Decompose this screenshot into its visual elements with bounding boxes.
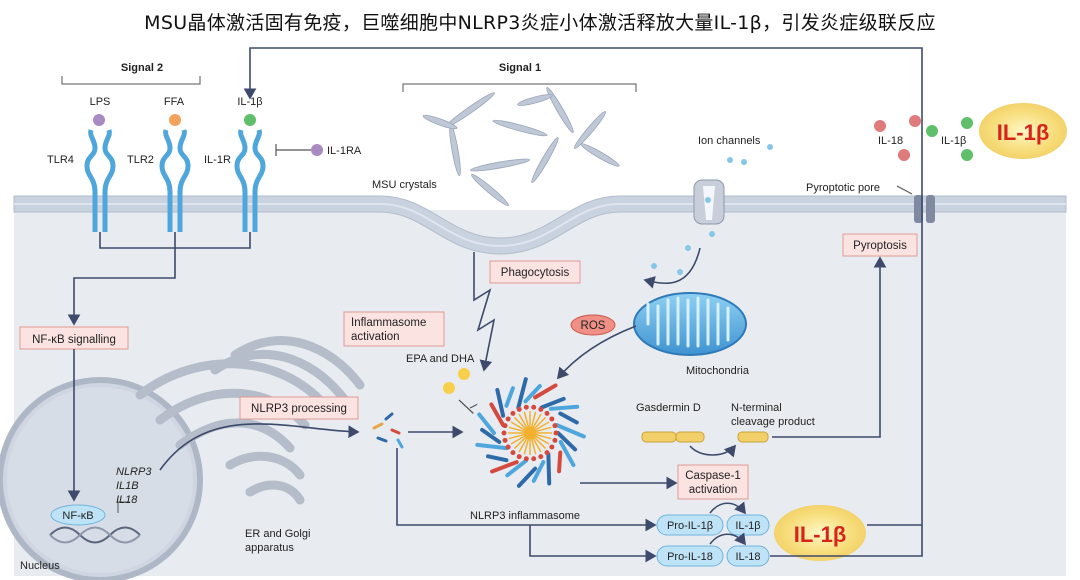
il1b-big-bottom: IL-1β bbox=[794, 522, 847, 547]
epa-dot bbox=[458, 368, 470, 380]
il18-pill bbox=[726, 545, 770, 567]
released-il1b-label: IL-1β bbox=[941, 135, 966, 147]
n-terminal-label-2: cleavage product bbox=[731, 416, 815, 428]
to-pyroptosis-arrow bbox=[772, 256, 887, 438]
epa-dha-inhibit bbox=[458, 399, 479, 415]
ions bbox=[651, 144, 773, 275]
transcription-arrow bbox=[117, 501, 130, 513]
pyroptotic-pore bbox=[914, 195, 935, 223]
mitochondria-label: Mitochondria bbox=[686, 365, 750, 377]
il1b-highlight-top bbox=[979, 103, 1067, 159]
il1ra-inhibit-line bbox=[275, 144, 312, 156]
nlrp3-monomers bbox=[372, 412, 404, 449]
mitochondria bbox=[633, 292, 747, 356]
il18-release-line bbox=[770, 520, 923, 557]
er-golgi-label-1: ER and Golgi bbox=[245, 528, 310, 540]
nlrp3-processing-box bbox=[239, 396, 359, 420]
nfkb-label: NF-κB bbox=[62, 510, 93, 522]
gasdermin-part-a bbox=[641, 431, 677, 443]
released-cytokines bbox=[874, 115, 973, 161]
tlr2-receptor bbox=[159, 129, 191, 232]
ion-efflux-arrow bbox=[643, 247, 701, 289]
il1r-receptor bbox=[234, 129, 266, 232]
ros-arrow bbox=[556, 325, 637, 380]
lps-dot bbox=[93, 114, 105, 126]
il1b-pill-label: IL-1β bbox=[735, 520, 760, 532]
ros-node bbox=[570, 314, 616, 336]
il1b-feedback-loop bbox=[243, 47, 923, 520]
il1b-highlight-bottom bbox=[774, 505, 866, 561]
tlr4-label: TLR4 bbox=[47, 154, 74, 166]
gene-il18: IL18 bbox=[116, 494, 138, 506]
nlrp3-processing-label: NLRP3 processing bbox=[251, 403, 347, 415]
processing-arrow bbox=[159, 423, 360, 471]
nlrp3-inflammasome-label: NLRP3 inflammasome bbox=[470, 510, 580, 522]
phagocytosis-label: Phagocytosis bbox=[501, 267, 570, 279]
msu-crystals bbox=[422, 87, 620, 206]
figure-title: MSU晶体激活固有免疫，巨噬细胞中NLRP3炎症小体激活释放大量IL-1β，引发… bbox=[144, 12, 936, 34]
il1ra-label: IL-1RA bbox=[327, 145, 362, 157]
ion-channels-label: Ion channels bbox=[698, 135, 761, 147]
pro-il18-flow bbox=[529, 525, 657, 563]
phagocytosis-arrow bbox=[473, 252, 496, 372]
ffa-label: FFA bbox=[164, 96, 185, 108]
ros-label: ROS bbox=[581, 320, 606, 332]
caspase1-line1: Caspase-1 bbox=[685, 470, 741, 482]
il1b-ligand-dot bbox=[244, 114, 256, 126]
pro-il1b-flow bbox=[396, 448, 657, 532]
il18-pill-label: IL-18 bbox=[735, 551, 760, 563]
ffa-dot bbox=[169, 114, 181, 126]
gasdermin-label: Gasdermin D bbox=[636, 402, 701, 414]
nlrp3-inflammasome bbox=[470, 373, 590, 493]
nfkb-signalling-label: NF-κB signalling bbox=[32, 334, 116, 346]
inflammasome-activation-box bbox=[343, 311, 445, 347]
caspase1-line2: activation bbox=[689, 484, 738, 496]
phagocytosis-box bbox=[489, 260, 581, 284]
inflammasome-activation-line2: activation bbox=[351, 331, 400, 343]
nfkb-node bbox=[50, 504, 106, 526]
caspase1-box bbox=[677, 464, 749, 500]
il1b-pill bbox=[726, 514, 770, 536]
cleavage-arrow bbox=[689, 444, 737, 458]
plasma-membrane bbox=[13, 195, 1067, 255]
inflammasome-activation-line1: Inflammasome bbox=[351, 317, 426, 329]
il1b-big-top: IL-1β bbox=[997, 120, 1050, 145]
tlr4-receptor bbox=[84, 129, 116, 232]
pro-il18-pill bbox=[656, 545, 724, 567]
er-golgi-label-2: apparatus bbox=[245, 542, 294, 554]
pyroptotic-pore-label: Pyroptotic pore bbox=[806, 182, 880, 194]
dha-dot bbox=[443, 382, 455, 394]
signal1-bracket bbox=[402, 83, 637, 92]
pro-il18-label: Pro-IL-18 bbox=[667, 551, 713, 563]
il1r-label: IL-1R bbox=[204, 154, 231, 166]
gasdermin-part-b bbox=[675, 431, 705, 443]
epa-dha-label: EPA and DHA bbox=[406, 353, 475, 365]
signal2-bracket bbox=[61, 76, 201, 85]
n-terminal-product bbox=[737, 431, 769, 443]
lps-label: LPS bbox=[90, 96, 111, 108]
il1ra-dot bbox=[311, 144, 323, 156]
pro-il1b-pill bbox=[656, 514, 724, 536]
pore-pointer bbox=[896, 185, 913, 195]
il18-cleavage-arrow bbox=[709, 532, 746, 546]
signal1-label: Signal 1 bbox=[499, 62, 541, 74]
nucleus-label: Nucleus bbox=[20, 560, 60, 572]
tlr2-label: TLR2 bbox=[127, 154, 154, 166]
gene-il1b: IL1B bbox=[116, 480, 139, 492]
pyroptosis-label: Pyroptosis bbox=[853, 240, 907, 252]
nucleus bbox=[0, 377, 203, 580]
msu-crystals-label: MSU crystals bbox=[372, 179, 437, 191]
pyroptosis-box bbox=[842, 233, 918, 257]
er-golgi bbox=[135, 336, 365, 505]
released-il18-label: IL-18 bbox=[878, 135, 903, 147]
signal2-flow bbox=[74, 232, 251, 324]
gene-nlrp3: NLRP3 bbox=[116, 466, 152, 478]
dna-helix bbox=[49, 526, 141, 544]
il1b-cleavage-arrow bbox=[709, 501, 746, 515]
pro-il1b-label: Pro-IL-1β bbox=[667, 520, 713, 532]
signal2-label: Signal 2 bbox=[121, 62, 163, 74]
n-terminal-label-1: N-terminal bbox=[731, 402, 782, 414]
